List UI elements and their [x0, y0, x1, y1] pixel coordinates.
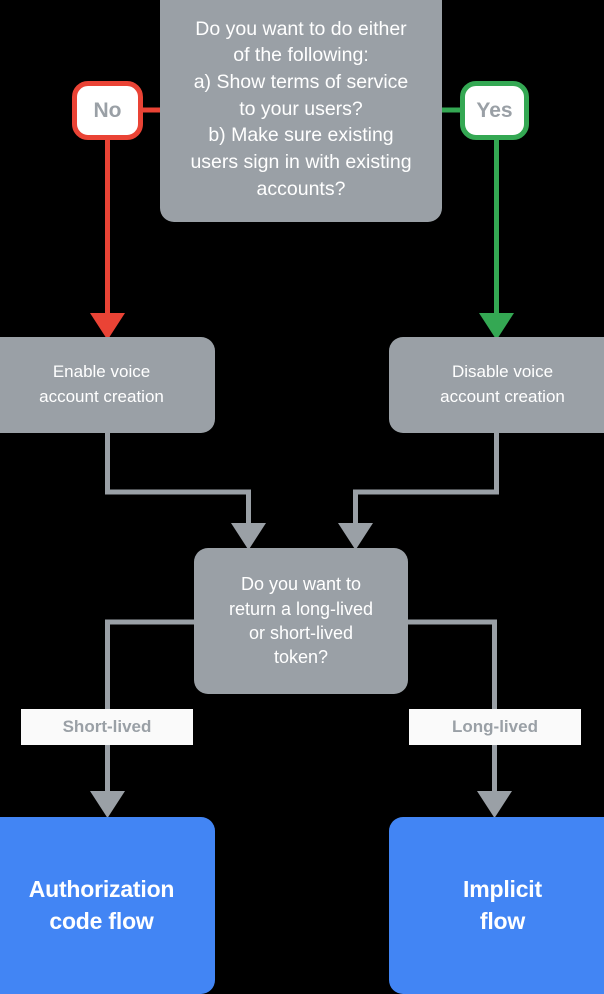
decision-node-terms-of-service[interactable]: Do you want to do either of the followin… — [160, 0, 442, 222]
edge-label-short-lived-text: Short-lived — [62, 717, 152, 736]
edge-disable-to-token-arrowhead — [338, 523, 373, 550]
edge-label-long-lived-text: Long-lived — [452, 717, 538, 736]
edge-token-to-authcode-line — [105, 619, 194, 793]
terminal-node-implicit-flow-label: Implicit flow — [463, 876, 542, 934]
decision-node-token-lifetime-label: Do you want to return a long-lived or sh… — [228, 574, 374, 668]
edge-label-short-lived: Short-lived — [21, 709, 193, 745]
branch-badge-yes-label: Yes — [476, 98, 513, 122]
branch-badge-no[interactable]: No — [72, 81, 143, 140]
terminal-node-authorization-code-flow[interactable]: Authorization code flow — [0, 817, 215, 994]
terminal-node-authorization-code-flow-label: Authorization code flow — [28, 876, 175, 934]
terminal-node-implicit-flow[interactable]: Implicit flow — [389, 817, 604, 994]
edge-disable-to-token-line — [353, 433, 499, 525]
edge-yes-to-disable-arrowhead — [479, 313, 514, 340]
edge-no-to-enable-arrowhead — [90, 313, 125, 340]
decision-node-token-lifetime[interactable]: Do you want to return a long-lived or sh… — [194, 548, 408, 694]
process-node-enable-voice-account-creation-label: Enable voice account creation — [39, 362, 164, 406]
edge-label-long-lived: Long-lived — [409, 709, 581, 745]
edge-enable-to-token-arrowhead — [231, 523, 266, 550]
edge-token-to-implicit-arrowhead — [477, 791, 512, 818]
process-node-disable-voice-account-creation-label: Disable voice account creation — [440, 362, 565, 406]
decision-node-terms-of-service-label: Do you want to do either of the followin… — [190, 17, 412, 200]
process-node-enable-voice-account-creation[interactable]: Enable voice account creation — [0, 337, 215, 433]
edge-token-to-implicit-line — [408, 619, 497, 793]
branch-badge-no-label: No — [93, 98, 122, 122]
process-node-disable-voice-account-creation[interactable]: Disable voice account creation — [389, 337, 604, 433]
edge-enable-to-token-line — [105, 433, 251, 525]
branch-badge-yes[interactable]: Yes — [460, 81, 529, 140]
edge-token-to-authcode-arrowhead — [90, 791, 125, 818]
